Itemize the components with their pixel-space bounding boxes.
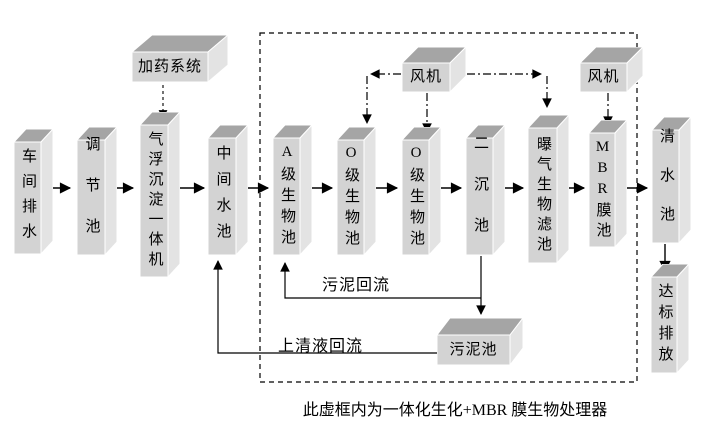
node-air-flotation-label: 气浮沉淀一体机 [146,131,163,271]
box-3d-shape [651,264,689,373]
return-lines [213,256,486,354]
node-air-flotation: 气浮沉淀一体机 [140,112,180,277]
supernatant-return-label: 上清液回流 [278,338,364,355]
node-secondary-sed-label: 二沉池 [472,135,488,258]
node-discharge: 达标排放 [651,264,689,373]
node-fan-2: 风机 [580,47,643,92]
node-dosing-system-label: 加药系统 [137,58,202,75]
node-fan-2-label: 风机 [587,69,620,85]
node-mbr-tank: MBR膜池 [589,120,627,247]
node-workshop-drain-label: 车间排水 [20,148,36,248]
node-a-bio-tank-label: A级生物池 [279,143,295,250]
supernatant-return-arrow [213,260,437,354]
node-o-bio-tank-1-label: O级生物池 [343,144,359,251]
node-o-bio-tank-1: O级生物池 [337,127,376,255]
box-3d-shape [140,112,180,277]
node-o-bio-tank-2: O级生物池 [402,127,441,255]
box-3d-shape [528,115,569,263]
sludge-return-arrow [280,262,481,299]
node-aerated-biofilter: 曝气生物滤池 [528,115,569,263]
box-3d-shape [437,318,523,365]
node-dosing-system: 加药系统 [132,35,228,82]
node-mbr-tank-label: MBR膜池 [594,138,611,242]
node-o-bio-tank-2-label: O级生物池 [408,144,424,251]
dashed-boundary [259,32,638,383]
box-3d-shape [14,129,53,254]
node-aerated-biofilter-label: 曝气生物滤池 [535,135,551,256]
node-regulation-tank: 调节池 [77,127,117,259]
node-a-bio-tank: A级生物池 [273,125,312,255]
box-3d-shape [580,47,643,92]
node-fan-1: 风机 [402,47,466,92]
node-intermediate-tank-label: 中间水池 [214,144,231,249]
box-3d-shape [132,35,228,82]
node-sludge-tank-label: 污泥池 [449,341,498,358]
node-regulation-tank-label: 调节池 [83,136,100,259]
node-fan-1-label: 风机 [409,69,442,85]
node-discharge-label: 达标排放 [656,283,673,367]
node-intermediate-tank: 中间水池 [208,125,248,255]
sludge-return-label: 污泥回流 [322,277,391,294]
node-secondary-sed: 二沉池 [466,125,505,258]
box-3d-shape [402,47,466,92]
box-3d-shape [337,127,376,255]
box-3d-shape [466,125,505,255]
box-3d-shape [273,125,312,255]
box-3d-shape [77,127,117,255]
fan-air-lines [362,69,613,133]
node-clean-water-tank: 清水池 [652,117,691,245]
box-3d-shape [589,120,627,247]
diagram-caption: 此虚框内为一体化生化+MBR 膜生物处理器 [302,402,608,419]
node-workshop-drain: 车间排水 [14,129,53,254]
box-3d-shape [208,125,248,255]
node-clean-water-tank-label: 清水池 [658,128,674,245]
box-3d-shape [402,127,441,255]
node-sludge-tank: 污泥池 [437,318,523,365]
box-3d-shape [652,117,691,243]
